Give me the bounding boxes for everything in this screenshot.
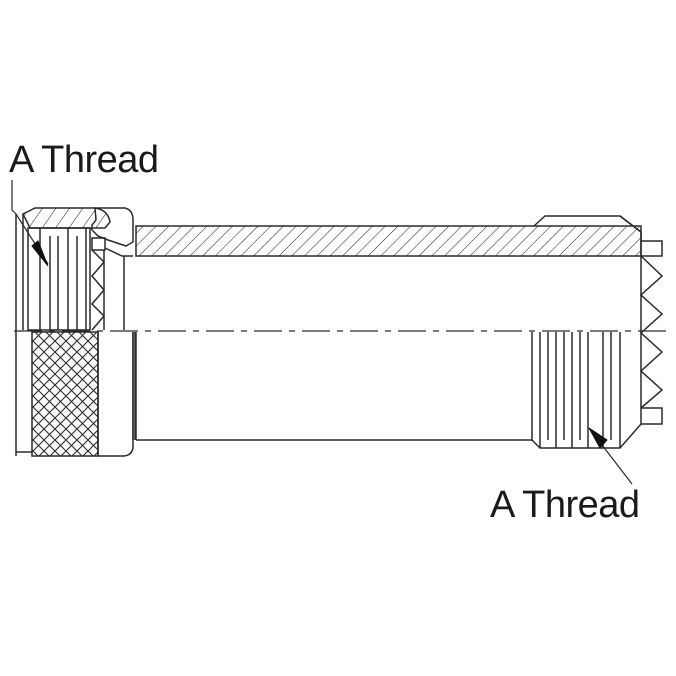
- body-wall-section: [135, 215, 642, 257]
- thread-label-top: A Thread: [9, 139, 159, 181]
- leader-bottom-right: [588, 427, 633, 485]
- coupling-nut-lower: [16, 331, 136, 457]
- right-thread: [531, 240, 664, 449]
- body-bore: [135, 332, 532, 441]
- leader-top-left: [15, 213, 49, 267]
- thread-label-bottom: A Thread: [490, 484, 640, 526]
